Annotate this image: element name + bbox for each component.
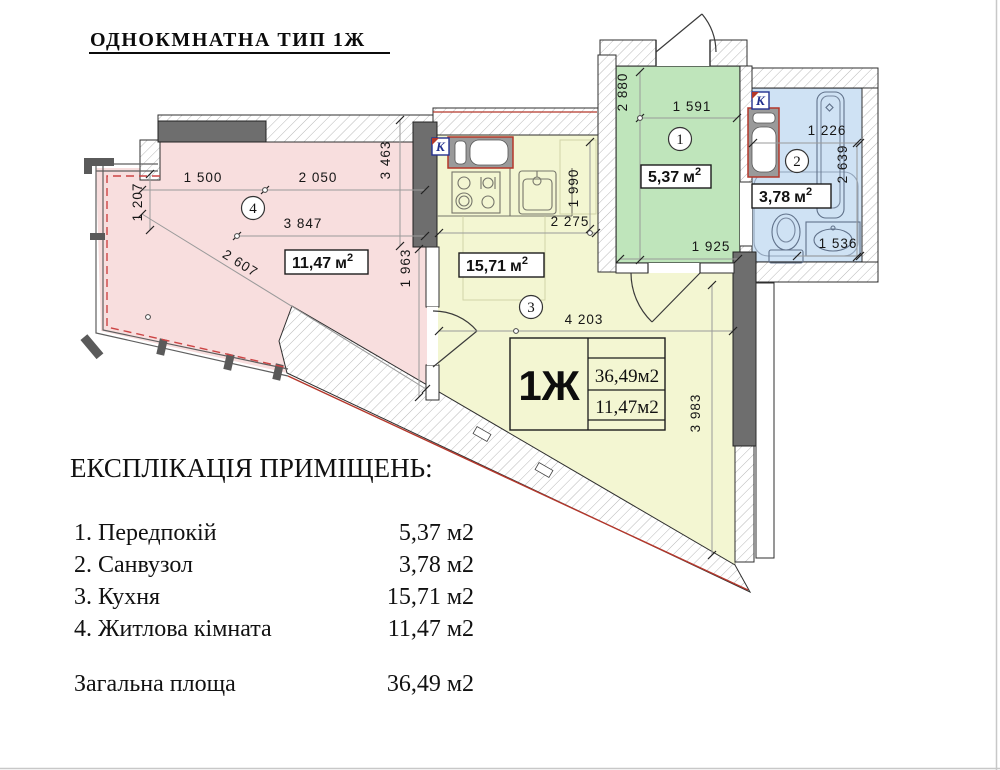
area-box-living (284, 249, 369, 275)
entrance-door-leaf (655, 13, 703, 53)
legend-row-3-value: 15,71 м2 (387, 584, 474, 610)
legend-row-1-value: 5,37 м2 (399, 520, 474, 546)
hallway-door-swing (630, 272, 653, 323)
dim-1500: 1 500 (184, 170, 223, 185)
dim-3463: 3 463 (378, 141, 393, 180)
room-number-4: 4 (249, 201, 257, 217)
room-number-2: 2 (793, 154, 801, 170)
dim-3847: 3 847 (284, 216, 323, 231)
unit-total-area: 36,49м2 (595, 366, 659, 387)
dim-2880: 2 880 (615, 73, 630, 112)
legend-row-2-label: 2. Санвузол (74, 552, 193, 578)
dim-2275: 2 275 (551, 214, 590, 229)
stove-symbol (451, 171, 501, 214)
legend-total-label: Загальна площа (74, 671, 236, 697)
room-number-1: 1 (676, 132, 684, 148)
legend-row-3-label: 3. Кухня (74, 584, 160, 610)
dim-1591: 1 591 (673, 99, 712, 114)
kitchen-fixtures: К (431, 136, 597, 301)
area-box-bathroom (751, 183, 832, 209)
unit-type-label: 1Ж (518, 362, 580, 409)
brand-logo-kitchen: К (431, 137, 450, 156)
room-number-4-circle (240, 195, 266, 221)
room-number-1-circle (667, 126, 693, 152)
dim-1536: 1 536 (819, 236, 858, 251)
kitchen-sink-symbol (518, 170, 557, 215)
room-number-3-circle (518, 294, 544, 320)
room-numbers: 1 2 3 4 (240, 126, 810, 320)
legend-heading: ЕКСПЛІКАЦІЯ ПРИМІЩЕНЬ: (70, 453, 433, 483)
dim-1963: 1 963 (398, 249, 413, 288)
dim-1925: 1 925 (692, 239, 731, 254)
dim-2050: 2 050 (299, 170, 338, 185)
living-door-swing (432, 310, 478, 332)
legend-row-4-label: 4. Житлова кімната (74, 616, 272, 642)
room-number-3: 3 (527, 300, 535, 316)
balcony-glazing (80, 158, 289, 381)
unit-living-area: 11,47м2 (595, 397, 659, 418)
dim-1990: 1 990 (566, 169, 581, 208)
plan-title: ОДНОКМНАТНА ТИП 1Ж (90, 29, 366, 51)
entrance-opening (656, 40, 710, 66)
svg-text:К: К (755, 93, 766, 108)
legend-row-2-value: 3,78 м2 (399, 552, 474, 578)
legend-total-value: 36,49 м2 (387, 671, 474, 697)
entrance-door-swing (701, 13, 717, 53)
dim-2639: 2 639 (835, 145, 850, 184)
bathroom-door-opening (740, 182, 752, 246)
legend-row-1-label: 1. Передпокій (74, 520, 217, 546)
svg-text:К: К (435, 139, 446, 154)
dim-4203: 4 203 (565, 312, 604, 327)
legend: ЕКСПЛІКАЦІЯ ПРИМІЩЕНЬ: 1. Передпокій 5,3… (70, 453, 474, 697)
brand-logo-bathroom: К (751, 91, 770, 110)
room-living-area (96, 142, 428, 390)
legend-row-4-value: 11,47 м2 (388, 616, 474, 642)
dim-1207: 1 207 (130, 183, 145, 222)
dimension-lines (137, 67, 865, 560)
room-number-2-circle (784, 148, 810, 174)
dim-1226: 1 226 (808, 123, 847, 138)
unit-type-table: 1Ж 36,49м2 11,47м2 (509, 337, 666, 431)
living-door-leaf (432, 330, 478, 368)
hallway-door-leaf (651, 272, 701, 323)
walls (139, 39, 879, 594)
doors (427, 13, 717, 368)
balcony-boundary-dashed (106, 175, 285, 368)
area-box-kitchen (458, 252, 545, 278)
kitchen-boiler-symbol (447, 136, 514, 169)
dim-3983: 3 983 (688, 394, 703, 433)
area-box-hallway (640, 164, 712, 189)
